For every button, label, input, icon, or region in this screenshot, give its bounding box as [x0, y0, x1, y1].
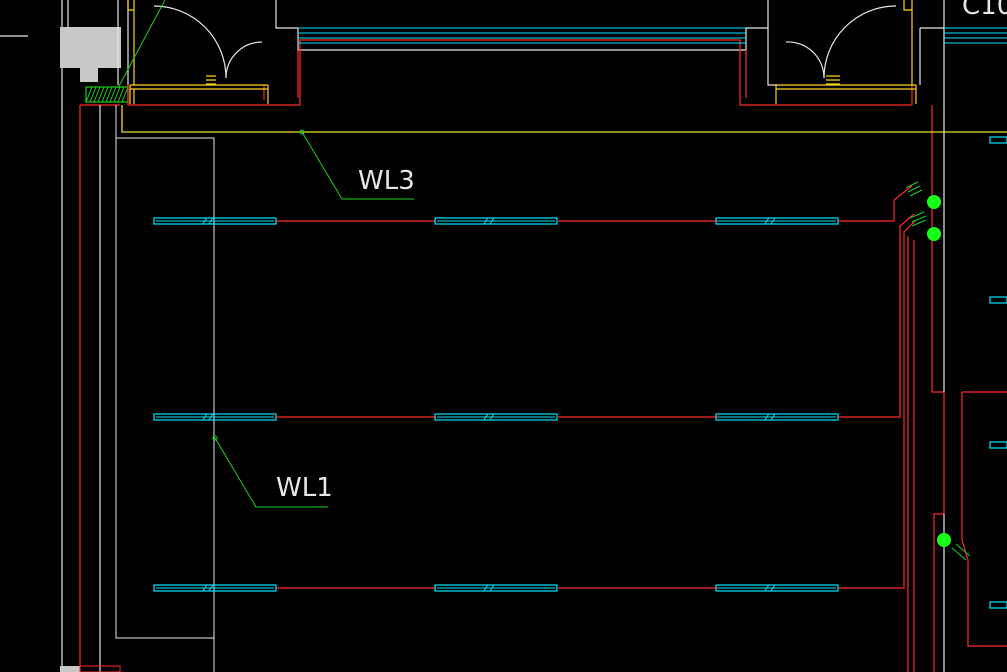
- hatch-line: [97, 86, 105, 103]
- door-hinge: [826, 75, 840, 85]
- hatch-line: [101, 86, 109, 103]
- right-edge-fixtures: [989, 136, 1007, 609]
- door-swing-arc: [823, 5, 897, 79]
- hatch-line: [113, 86, 121, 103]
- wall-polyline: [767, 28, 778, 86]
- wire-run: [838, 185, 913, 222]
- red-wiring: [276, 185, 1007, 672]
- top-walls: [117, 0, 945, 672]
- red-wall-stub-bottom: [79, 665, 121, 672]
- wl1-leader-line: [214, 437, 328, 508]
- panel-hatch: [85, 86, 129, 103]
- door-hinge: [127, 0, 134, 11]
- hatch-line: [93, 86, 101, 103]
- door-swing-arc: [785, 41, 825, 79]
- fluorescent-lamp-icon: [153, 217, 277, 225]
- wire-ticks: [905, 181, 971, 561]
- wl3-leader-dot: [299, 129, 305, 135]
- fluorescent-lamp-icon: [434, 413, 558, 421]
- hatch-line: [89, 86, 97, 103]
- tick-mark: [909, 189, 923, 197]
- door-left: [127, 0, 269, 104]
- structural-column-block-bottom: [60, 666, 80, 672]
- hatch-line: [85, 86, 93, 103]
- tick-mark: [907, 185, 921, 193]
- fluorescent-lamp-icon: [989, 296, 1007, 304]
- tick-mark: [955, 543, 971, 557]
- hatch-line: [105, 86, 113, 103]
- structural-column-base: [80, 68, 98, 82]
- door-swing-arc: [225, 41, 263, 79]
- junction-dot-icon: [927, 195, 941, 209]
- fluorescent-lamp-icon: [715, 584, 839, 592]
- wall-polyline: [127, 39, 912, 106]
- hatch-line: [117, 86, 125, 103]
- wl1-leader-dot: [212, 435, 218, 441]
- wall-polyline: [275, 0, 769, 51]
- door-right: [775, 0, 917, 104]
- door-hinge: [206, 75, 216, 85]
- wl1-label: WL1: [276, 473, 333, 503]
- wl3-label: WL3: [358, 166, 415, 196]
- hatch-line: [109, 86, 117, 103]
- fluorescent-lamp-icon: [715, 413, 839, 421]
- fluorescent-lamp-icon: [434, 584, 558, 592]
- wire-run: [961, 392, 969, 561]
- wl3-leader-line: [301, 131, 414, 200]
- inner-room-outline: [116, 137, 215, 672]
- fluorescent-lamp-icon: [153, 584, 277, 592]
- fluorescent-lamp-icon: [989, 601, 1007, 609]
- door-hinge: [903, 0, 912, 11]
- fluorescent-lamp-icon: [715, 217, 839, 225]
- tick-mark: [909, 211, 925, 219]
- wire-run: [838, 219, 917, 589]
- junction-dot-icon: [927, 227, 941, 241]
- wire-run: [967, 560, 1007, 647]
- light-fixtures: [153, 217, 839, 592]
- corner-tag-label: C10Z: [962, 0, 1007, 21]
- tick-mark: [951, 547, 967, 561]
- fluorescent-lamp-icon: [989, 136, 1007, 144]
- wire-run: [838, 213, 915, 418]
- tick-mark: [911, 219, 927, 227]
- tick-mark: [905, 181, 919, 189]
- door-swing-arc: [153, 5, 227, 79]
- wall-polyline: [931, 105, 945, 672]
- top-window: [298, 27, 1007, 44]
- hatch-line: [121, 86, 129, 103]
- yellow-circuit-line: [121, 105, 1007, 133]
- fluorescent-lamp-icon: [434, 217, 558, 225]
- fluorescent-lamp-icon: [153, 413, 277, 421]
- structural-column-block: [60, 27, 121, 68]
- tick-mark: [911, 215, 927, 223]
- junction-dot-icon: [937, 533, 951, 547]
- fluorescent-lamp-icon: [989, 441, 1007, 449]
- diagonal-leader-top: [117, 0, 166, 89]
